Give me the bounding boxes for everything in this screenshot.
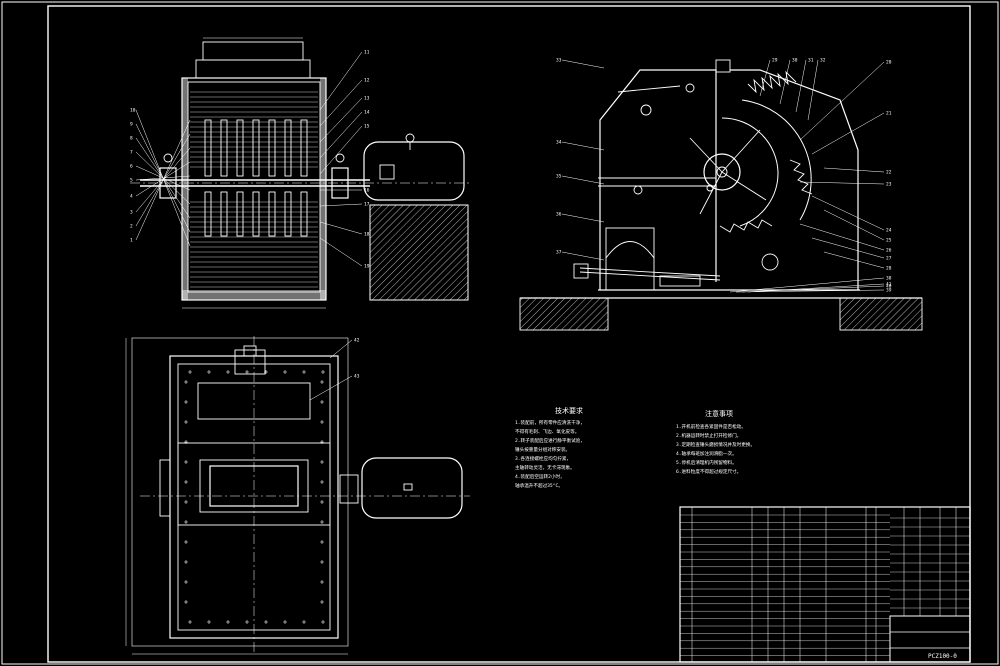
rotor-hammer bbox=[284, 191, 292, 237]
note-line: 3.定期检查锤头磨损情况并及时更换。 bbox=[676, 441, 755, 448]
part-number-label: 33 bbox=[556, 58, 562, 64]
part-number-label: 29 bbox=[772, 58, 778, 64]
note-line: 2.机器运转时禁止打开检修门。 bbox=[676, 432, 741, 439]
part-number-label: 26 bbox=[886, 248, 892, 254]
note-line: 3.各连接螺栓应均匀拧紧， bbox=[515, 455, 571, 462]
part-number-label: 30 bbox=[792, 58, 798, 64]
part-number-label: 13 bbox=[364, 96, 370, 102]
note-line: 1.装配前，所有零件应清洗干净， bbox=[515, 419, 585, 426]
part-number-label: 28 bbox=[886, 266, 892, 272]
rotor-hammer bbox=[252, 191, 260, 237]
note-line: 不得有毛刺、飞边、氧化皮等。 bbox=[515, 428, 579, 435]
part-number-label: 10 bbox=[130, 108, 136, 114]
rotor-hammer bbox=[300, 191, 308, 237]
section-view-leaders: 20 21 22 23 24 25 26 27 28 29 30 31 32 33 34 35 36 37 38 39… bbox=[556, 58, 892, 294]
part-number-label: 25 bbox=[886, 238, 892, 244]
part-number-label: 36 bbox=[556, 212, 562, 218]
part-number-label: 18 bbox=[364, 232, 370, 238]
part-number-label: 38 bbox=[886, 276, 892, 282]
note-line: 轴承温升不超过35°C。 bbox=[515, 482, 563, 489]
part-number-label: 35 bbox=[556, 174, 562, 180]
part-number-label: 16 bbox=[364, 188, 370, 194]
rotor-hammer bbox=[236, 191, 244, 237]
part-number-label: 24 bbox=[886, 228, 892, 234]
plan-view-leaders: 42 43 bbox=[309, 338, 360, 401]
part-number-label: 6 bbox=[130, 164, 133, 170]
operating-notes: 注意事项 1.开机前检查各紧固件是否松动。 2.机器运转时禁止打开检修门。 3.定期… bbox=[676, 409, 755, 475]
note-line: 1.开机前检查各紧固件是否松动。 bbox=[676, 423, 746, 430]
part-number-label: 43 bbox=[354, 374, 360, 380]
part-number-label: 2 bbox=[130, 224, 133, 230]
technical-requirements-title: 技术要求 bbox=[555, 406, 583, 415]
notes-title: 注意事项 bbox=[705, 409, 733, 418]
technical-requirements: 技术要求 1.装配前，所有零件应清洗干净， 不得有毛刺、飞边、氧化皮等。 2.转子装… bbox=[515, 406, 585, 489]
part-number-label: 7 bbox=[130, 150, 133, 156]
note-line: 锤头按重量分组对称安装。 bbox=[515, 446, 570, 453]
part-number-label: 1 bbox=[130, 238, 133, 244]
note-line: 2.转子装配后应进行静平衡试验， bbox=[515, 437, 585, 444]
plan-view bbox=[125, 336, 470, 655]
side-elevation-view bbox=[130, 37, 470, 309]
plan-bolt-marks bbox=[184, 370, 325, 624]
note-line: 4.轴承每班加注润滑脂一次。 bbox=[676, 450, 737, 457]
note-line: 6.进料粒度不得超过规定尺寸。 bbox=[676, 468, 741, 475]
part-number-label: 20 bbox=[886, 60, 892, 66]
part-number-label: 22 bbox=[886, 170, 892, 176]
part-number-label: 40 bbox=[886, 284, 892, 290]
rotor-hammer bbox=[236, 119, 244, 177]
part-number-label: 32 bbox=[820, 58, 826, 64]
note-line: 4.装配后空运转2小时， bbox=[515, 473, 565, 480]
rotor-hammer bbox=[268, 191, 276, 237]
part-number-label: 5 bbox=[130, 178, 133, 184]
rotor-hammer bbox=[252, 119, 260, 177]
part-number-label: 23 bbox=[886, 182, 892, 188]
cross-section-view bbox=[519, 59, 923, 331]
part-number-label: 37 bbox=[556, 250, 562, 256]
part-number-label: 3 bbox=[130, 210, 133, 216]
part-number-label: 4 bbox=[130, 194, 133, 200]
part-number-label: 31 bbox=[808, 58, 814, 64]
part-number-label: 34 bbox=[556, 140, 562, 146]
part-number-label: 42 bbox=[354, 338, 360, 344]
rotor-hammer bbox=[220, 191, 228, 237]
rotor-hammer bbox=[284, 119, 292, 177]
part-number-label: 39 bbox=[886, 288, 892, 294]
title-block bbox=[679, 506, 971, 663]
part-number-label: 12 bbox=[364, 78, 370, 84]
rotor-hammer bbox=[204, 191, 212, 237]
drawing-number: PCZ100-0 bbox=[928, 653, 957, 660]
part-number-label: 15 bbox=[364, 124, 370, 130]
part-number-label: 17 bbox=[364, 202, 370, 208]
rotor-hammer bbox=[300, 119, 308, 177]
part-number-label: 41 bbox=[886, 282, 892, 288]
part-number-label: 14 bbox=[364, 110, 370, 116]
note-line: 5.停机后清理机内残留物料。 bbox=[676, 459, 737, 466]
rotor-hammer bbox=[204, 119, 212, 177]
part-number-label: 19 bbox=[364, 264, 370, 270]
part-number-label: 8 bbox=[130, 136, 133, 142]
rotor-hammer bbox=[220, 119, 228, 177]
part-number-label: 21 bbox=[886, 111, 892, 117]
note-line: 主轴转动灵活，无卡滞现象。 bbox=[515, 464, 575, 471]
part-number-label: 27 bbox=[886, 256, 892, 262]
part-number-label: 11 bbox=[364, 50, 370, 56]
part-number-label: 9 bbox=[130, 122, 133, 128]
rotor-hammer bbox=[268, 119, 276, 177]
